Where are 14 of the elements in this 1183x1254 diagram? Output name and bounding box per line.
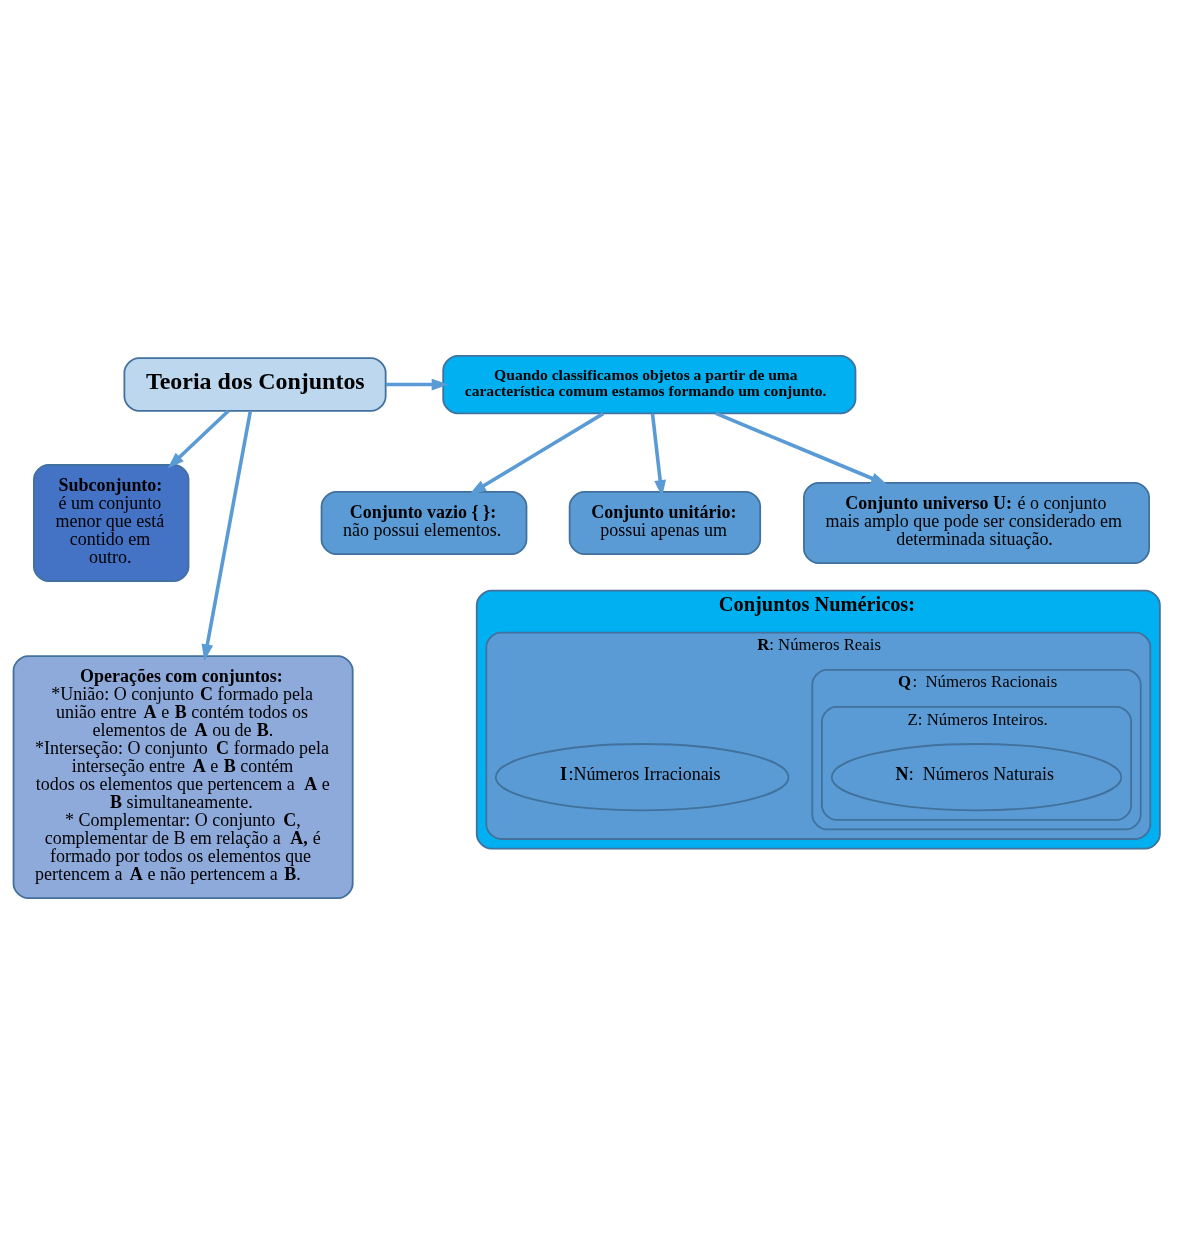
node-box: Conjunto unitário: possui apenas um — [568, 490, 762, 556]
arrow — [167, 409, 230, 469]
arrow — [469, 412, 605, 495]
node-ellipse: I:Números Irracionais — [494, 743, 790, 812]
arrow — [715, 411, 888, 485]
node-box: Teoria dos Conjuntos — [123, 357, 387, 412]
node-box: Quando classificamos objetos a partir de uma característica comum estamos formando um conjunto. — [442, 354, 857, 415]
arrow — [201, 411, 253, 662]
node-box: Operações com conjuntos: *União: O conjunto C formado pela união entre A e B contém todos os elementos de A ou de B. *Interseção: O conjunto C formado pela interseção entre A e B contém todos os elementos que pertencem a A e B simultaneamente. * Complementar: O conjunto C, complementar de B em relação a A, é formado por todos os elementos que pertencem a A e não pertencem a B. — [12, 655, 354, 900]
arrow — [385, 378, 449, 391]
node-ellipse: N: Números Naturais — [830, 743, 1123, 812]
node-box: Conjunto vazio { }: não possui elementos. — [320, 490, 528, 556]
node-box: Conjunto universo U: é o conjunto mais amplo que pode ser considerado em determinada situação. — [803, 481, 1150, 565]
node-box: Subconjunto: é um conjunto menor que está contido em outro. — [33, 463, 190, 582]
